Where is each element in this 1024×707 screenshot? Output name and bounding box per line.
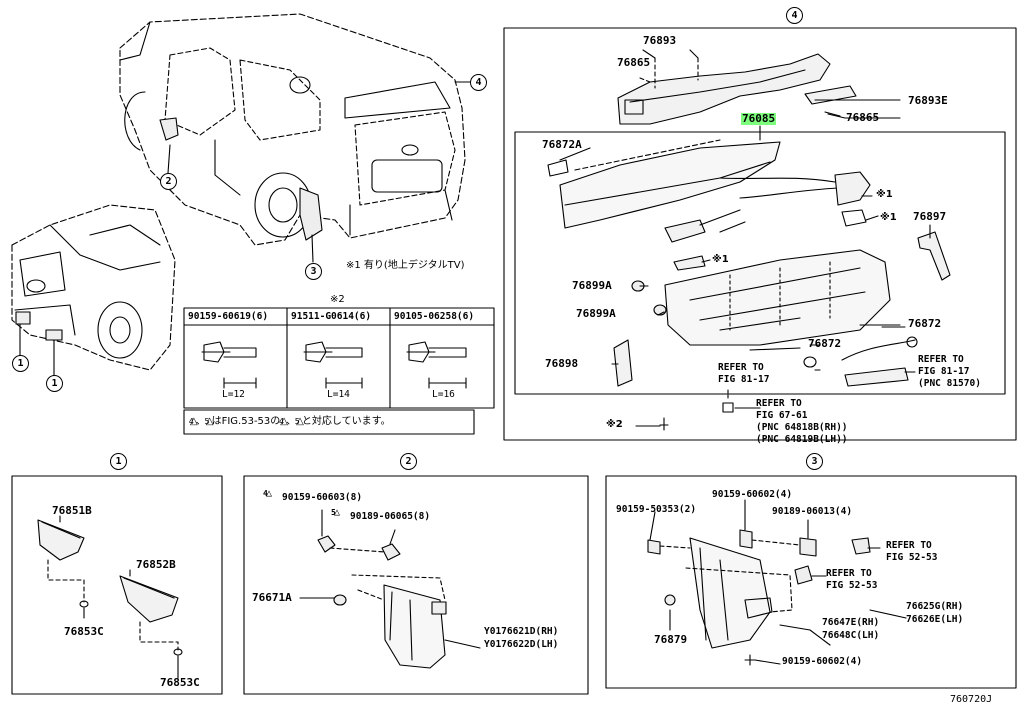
note-x1: ※1 有り(地上デジタルTV) [346,260,465,271]
panel-3-frame [605,475,1017,689]
suv-front-illustration [11,204,176,371]
part-90189-06013: 90189-06013(4) [772,506,853,517]
part-90159-60603: 90159-60603(8) [282,492,363,503]
section-mark-4: 4 [786,7,803,24]
mark-x1-a: ※1 [876,189,893,200]
panel-2-mark: 2 [400,453,417,470]
refer-81-17-a: REFER TO FIG 81-17 [718,362,770,385]
part-90159-50353: 90159-50353(2) [616,504,697,515]
triangle-4-icon: △ [190,416,198,427]
mark-x1-c: ※1 [712,254,729,265]
part-76899A-b: 76899A [576,307,616,320]
part-90159-60602-a: 90159-60602(4) [712,489,793,500]
triangle-5-icon: △ [296,416,304,427]
diagram-id: 760720J [950,694,993,705]
part-76852B: 76852B [136,558,176,571]
part-76085-highlight: 76085 [741,112,777,125]
mark-x1-b: ※1 [880,212,897,223]
panel-2-frame [243,475,589,695]
part-76898: 76898 [545,357,579,370]
panel-4-frame [503,27,1017,441]
part-76872-b: 76872 [808,337,842,350]
bolt-header-1: 90159-60619(6) [188,311,269,322]
part-76626E: 76626E(LH) [906,614,964,625]
triangle-4-icon: △ [280,416,288,427]
bolt-header-2: 91511-G0614(6) [291,311,372,322]
part-76853C-b: 76853C [160,676,200,689]
bolt-length-1: L=12 [222,389,245,400]
part-76647E: 76647E(RH) [822,617,880,628]
panel-3-mark: 3 [806,453,823,470]
mark-x2: ※2 [606,419,623,430]
part-76879: 76879 [654,633,688,646]
part-76648C: 76648C(LH) [822,630,880,641]
part-76865-a: 76865 [617,56,651,69]
part-76625G: 76625G(RH) [906,601,964,612]
callout-mark-1a: 1 [12,355,29,372]
mudguard-front-parts [37,515,183,679]
refer-52-53-a: REFER TO FIG 52-53 [886,540,938,563]
callout-mark-2: 2 [160,173,177,190]
part-76899A-a: 76899A [572,279,612,292]
callout-mark-1b: 1 [46,375,63,392]
triangle-5-icon: △5 [331,507,341,518]
part-76893: 76893 [643,34,677,47]
part-90189-06065: 90189-06065(8) [350,511,431,522]
refer-52-53-b: REFER TO FIG 52-53 [826,568,878,591]
refer-67-61: REFER TO FIG 67-61 (PNC 64818B(RH)) (PNC… [756,398,848,445]
part-Y0176622D: Y0176622D(LH) [484,639,559,650]
callout-mark-3: 3 [305,263,322,280]
part-Y0176621D: Y0176621D(RH) [484,626,559,637]
part-76865-b: 76865 [846,111,880,124]
mudguard-rear-parts [299,509,481,669]
refer-81-17-b: REFER TO FIG 81-17 (PNC 81570) [918,354,981,389]
part-76872A: 76872A [542,138,582,151]
part-76897: 76897 [913,210,947,223]
triangle-5-icon: △ [205,416,214,427]
note-x2: ※2 [330,294,345,305]
bolt-length-3: L=16 [432,389,455,400]
part-76671A: 76671A [252,591,292,604]
bolt-table [183,307,495,435]
part-76893E: 76893E [908,94,948,107]
part-76851B: 76851B [52,504,92,517]
triangle-4-icon: △4 [263,488,273,499]
panel-1-mark: 1 [110,453,127,470]
suv-rear-illustration [119,13,466,246]
bolt-header-3: 90105-06258(6) [394,311,475,322]
spoiler-parts [547,49,951,431]
callout-mark-4: 4 [470,74,487,91]
part-76872-a: 76872 [908,317,942,330]
part-76853C-a: 76853C [64,625,104,638]
mudguard-rear-assembly-parts [647,499,907,666]
panel-1-frame [11,475,223,695]
part-90159-60602-b: 90159-60602(4) [782,656,863,667]
bolt-length-2: L=14 [327,389,350,400]
